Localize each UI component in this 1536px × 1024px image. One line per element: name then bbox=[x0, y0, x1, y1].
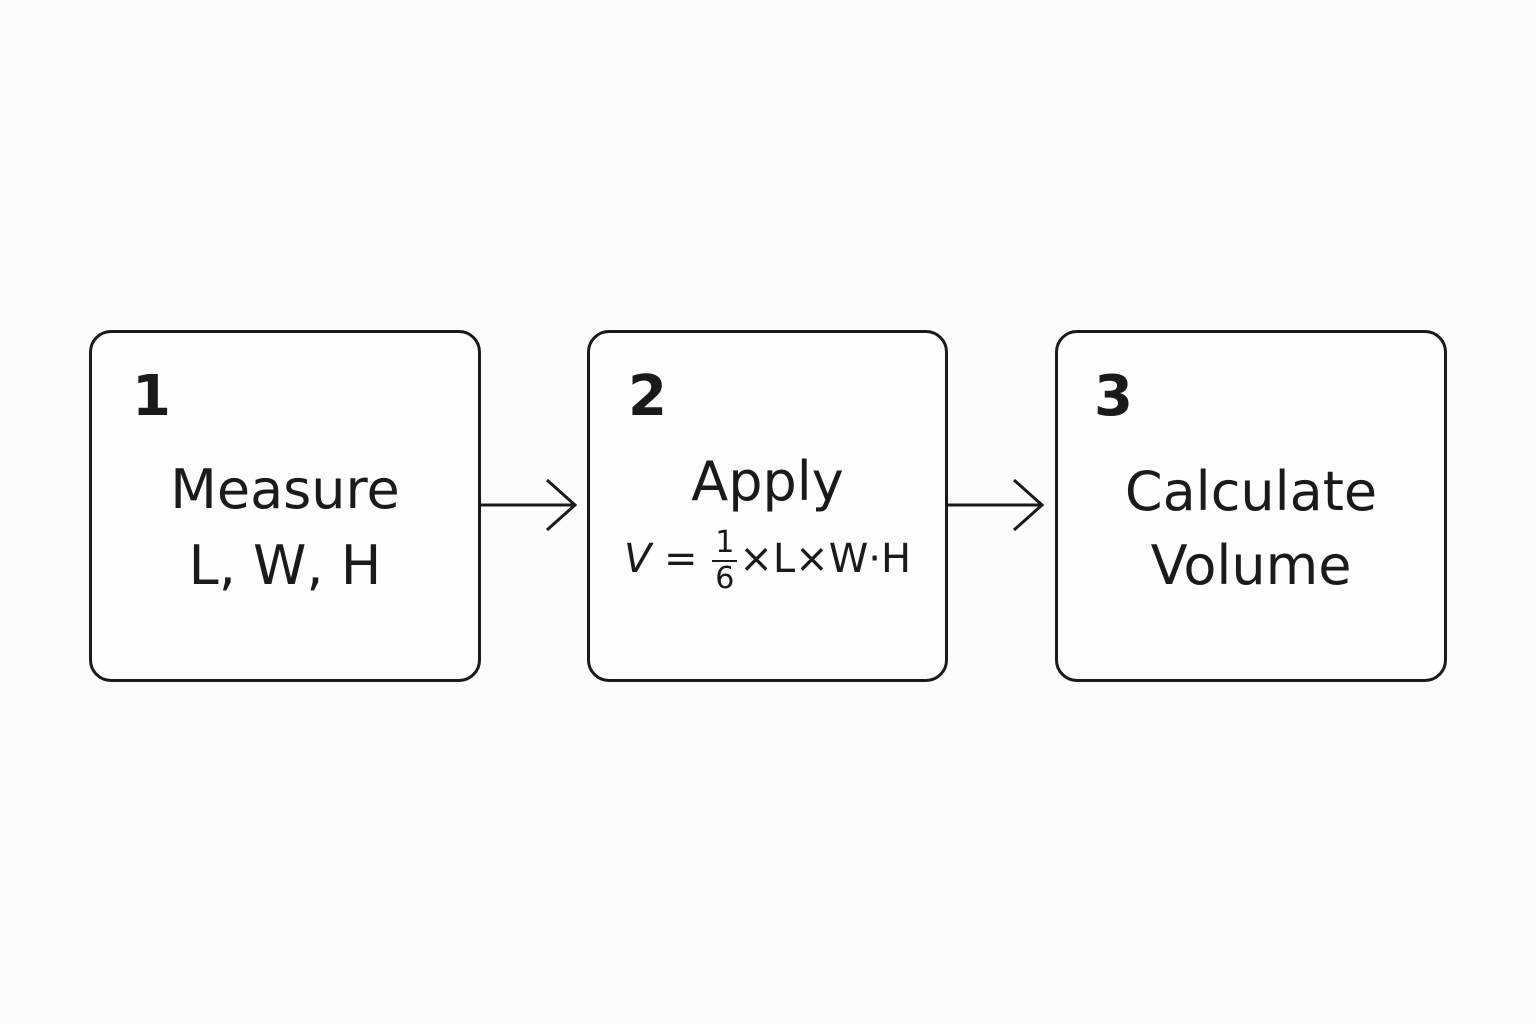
step-1-title: Measure bbox=[170, 458, 400, 521]
formula-fraction: 1 6 bbox=[712, 528, 738, 596]
formula-variable-v: V bbox=[623, 536, 652, 582]
fraction-numerator: 1 bbox=[712, 528, 738, 562]
step-3-title: Calculate bbox=[1124, 460, 1378, 523]
arrow-right-icon bbox=[948, 478, 1045, 532]
formula-product: ×L×W·H bbox=[739, 536, 912, 582]
step-1-number: 1 bbox=[132, 364, 171, 429]
step-2-title: Apply bbox=[691, 450, 844, 513]
step-3-box: 3 Calculate Volume bbox=[1055, 330, 1447, 682]
arrow-right-icon bbox=[481, 478, 578, 532]
step-3-number: 3 bbox=[1094, 364, 1133, 429]
step-1-box: 1 Measure L, W, H bbox=[89, 330, 481, 682]
step-3-subtitle: Volume bbox=[1150, 534, 1352, 597]
volume-formula: V = 1 6 ×L×W·H bbox=[590, 528, 945, 594]
fraction-denominator: 6 bbox=[715, 561, 735, 596]
step-1-subtitle: L, W, H bbox=[188, 534, 382, 597]
step-2-number: 2 bbox=[628, 364, 667, 429]
formula-equals: = bbox=[664, 536, 698, 582]
step-2-box: 2 Apply V = 1 6 ×L×W·H bbox=[587, 330, 948, 682]
